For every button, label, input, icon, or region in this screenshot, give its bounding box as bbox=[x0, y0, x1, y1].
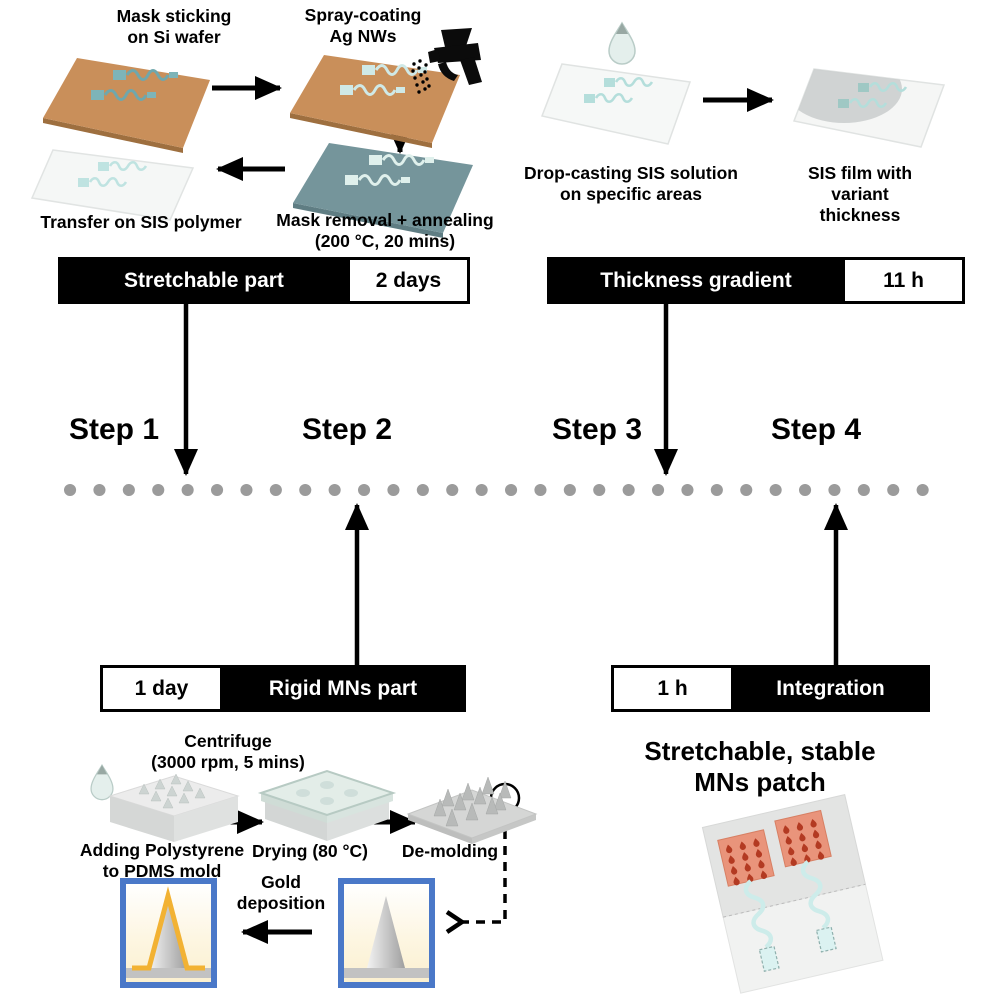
drying-cone-hints bbox=[296, 781, 358, 805]
polystyrene-droplet-icon bbox=[90, 763, 114, 801]
serpentine-interconnect-right bbox=[800, 859, 831, 930]
si-wafer-masked-illustration bbox=[43, 58, 210, 153]
thickness-gradient-bar: Thickness gradient 11 h bbox=[547, 257, 965, 304]
spray-coating-label: Spray-coating Ag NWs bbox=[304, 5, 422, 46]
serpentine-trace bbox=[584, 76, 654, 104]
stretchable-mns-patch-illustration bbox=[701, 794, 884, 994]
rigid-mns-duration: 1 day bbox=[103, 668, 223, 709]
annealed-wafer-illustration bbox=[293, 143, 473, 238]
step-1-label: Step 1 bbox=[68, 413, 160, 446]
rigid-mns-bar-label: Rigid MNs part bbox=[223, 668, 463, 709]
adding-polystyrene-label: Adding Polystyrene to PDMS mold bbox=[79, 840, 245, 881]
transfer-label: Transfer on SIS polymer bbox=[40, 212, 242, 232]
centrifuge-label: Centrifuge (3000 rpm, 5 mins) bbox=[151, 731, 305, 772]
rigid-mns-part-bar: 1 day Rigid MNs part bbox=[100, 665, 466, 712]
dashed-zoom-connector bbox=[460, 814, 507, 922]
serpentine-interconnect-left bbox=[743, 879, 774, 949]
sis-film-variant-thickness-illustration bbox=[792, 68, 946, 148]
gold-coated-needle-box bbox=[120, 878, 217, 988]
solution-droplet-icon bbox=[608, 21, 636, 65]
serpentine-trace bbox=[91, 69, 178, 101]
mask-sticking-label: Mask sticking on Si wafer bbox=[116, 6, 232, 47]
microneedle-cones bbox=[433, 776, 512, 827]
drying-mold-illustration bbox=[257, 769, 397, 841]
stretchable-part-duration: 2 days bbox=[347, 260, 467, 301]
sis-film-dropcast-illustration bbox=[540, 63, 692, 145]
mask-removal-label: Mask removal + annealing (200 °C, 20 min… bbox=[276, 210, 494, 251]
serpentine-trace bbox=[345, 154, 434, 186]
spray-mist-dots bbox=[411, 59, 431, 94]
sis-polymer-film-illustration bbox=[30, 149, 195, 221]
timeline-connectors bbox=[174, 300, 848, 666]
contact-pad-left bbox=[758, 945, 780, 972]
gold-coating-outline bbox=[132, 886, 205, 971]
spray-gun-icon bbox=[411, 28, 482, 94]
gold-deposition-label: Gold deposition bbox=[236, 872, 326, 913]
mold-cone-cavities bbox=[138, 773, 206, 809]
glass-cover bbox=[257, 769, 397, 817]
stretchable-part-bar: Stretchable part 2 days bbox=[58, 257, 470, 304]
drying-label: Drying (80 °C) bbox=[252, 841, 368, 861]
serpentine-trace bbox=[78, 160, 148, 188]
sis-film-label: SIS film with variant thickness bbox=[807, 163, 913, 225]
serpentine-trace bbox=[838, 81, 908, 109]
step-3-label: Step 3 bbox=[551, 413, 643, 446]
result-label: Stretchable, stable MNs patch bbox=[644, 736, 876, 798]
thickness-gradient-bar-label: Thickness gradient bbox=[550, 260, 842, 301]
thickness-gradient-duration: 11 h bbox=[842, 260, 962, 301]
demolded-microneedles-illustration bbox=[406, 776, 538, 844]
integration-bar-label: Integration bbox=[734, 668, 927, 709]
bare-needle-illustration bbox=[344, 896, 429, 978]
step-4-label: Step 4 bbox=[770, 413, 862, 446]
integration-duration: 1 h bbox=[614, 668, 734, 709]
drop-casting-label: Drop-casting SIS solution on specific ar… bbox=[524, 163, 738, 204]
serpentine-trace bbox=[340, 64, 427, 96]
pdms-mold-illustration bbox=[108, 773, 240, 842]
integration-bar: 1 h Integration bbox=[611, 665, 930, 712]
demolding-label: De-molding bbox=[401, 841, 499, 861]
step-2-label: Step 2 bbox=[301, 413, 393, 446]
gold-coated-needle-illustration bbox=[126, 886, 211, 978]
bare-needle-box bbox=[338, 878, 435, 988]
stretchable-part-bar-label: Stretchable part bbox=[61, 260, 347, 301]
